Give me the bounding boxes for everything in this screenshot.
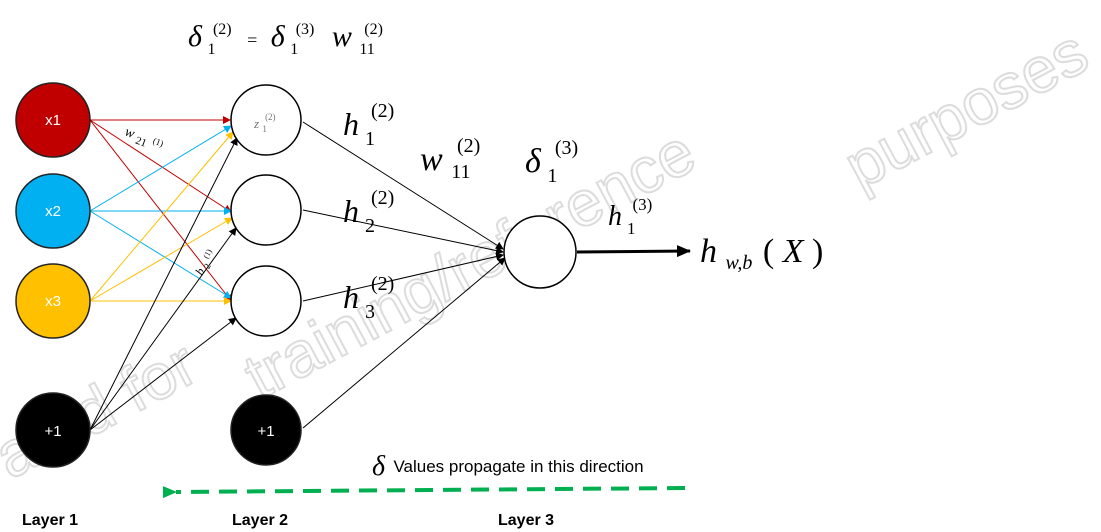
weight-w11-sup: (2): [457, 135, 480, 157]
final-output-formula: h w,b ( X ): [700, 233, 823, 277]
edge-h2-out: [302, 209, 504, 255]
output-delta-sub: 1: [547, 165, 557, 187]
edge-label-w21-sup: (1): [152, 136, 165, 149]
output-activation-base: h: [608, 201, 622, 232]
formula-rhs-w: w: [332, 20, 352, 53]
output-delta-base: δ: [525, 143, 542, 180]
formula-eq: =: [247, 30, 257, 50]
output-delta: δ 1 (3): [525, 137, 578, 190]
edge-h3-out: [302, 252, 504, 302]
input-node-x3-label: x3: [45, 293, 61, 310]
edge-b1-h1: [89, 137, 238, 431]
top-formula: δ 1 (2) = δ 1 (3) w 11 (2): [188, 8, 383, 61]
input-bias-node: [15, 392, 91, 468]
input-bias-label: +1: [44, 423, 61, 440]
output-activation-sup: (3): [633, 195, 653, 214]
edge-b1-h3: [89, 317, 237, 431]
activation-h2: h 2 (2): [343, 187, 394, 239]
edge-label-w21: w 21 (1): [121, 125, 165, 156]
formula-lhs: δ: [188, 20, 203, 53]
watermark-word-3: purposes: [833, 15, 1099, 202]
edge-x3-h2: [89, 217, 233, 302]
activation-h1: h 1 (2): [343, 100, 394, 152]
final-output-open: (: [763, 233, 774, 270]
output-delta-sup: (3): [555, 137, 578, 159]
formula-lhs-sub: 1: [207, 41, 215, 58]
activation-h2-sub: 2: [365, 215, 375, 237]
edge-label-b2: b 2 (1): [192, 247, 220, 279]
formula-rhs-w-sub: 11: [359, 41, 374, 58]
final-output-h: h: [700, 233, 717, 270]
edge-h1-out: [302, 121, 504, 250]
edge-b2-out: [302, 257, 506, 429]
layer-2-label: Layer 2: [232, 512, 288, 529]
input-node-x2: [15, 173, 91, 249]
layer-3-label: Layer 3: [498, 512, 554, 529]
edge-label-b2-base: b: [192, 266, 207, 278]
edge-label-b2-sub: 2: [202, 262, 213, 271]
hidden-bias-node: [230, 394, 302, 466]
input-connections: [89, 116, 238, 431]
edge-x2-h3: [89, 210, 232, 299]
edge-label-w21-sub: 21: [134, 135, 148, 150]
activation-h3-sub: 3: [365, 301, 375, 323]
hidden-node-2: [230, 174, 302, 246]
formula-lhs-sup: (2): [213, 21, 232, 38]
edge-x3-h1: [89, 131, 234, 302]
hidden-node-1-label: z 1 (2): [253, 112, 276, 135]
weight-w11-sub: 11: [451, 161, 470, 183]
hidden-node-1-label-sub: 1: [262, 124, 267, 134]
hidden-node-1: [230, 84, 302, 156]
activation-h3-base: h: [343, 279, 359, 315]
final-output-close: ): [812, 233, 823, 270]
formula-rhs-delta-sup: (3): [296, 21, 315, 38]
formula-rhs-delta-sub: 1: [290, 41, 298, 58]
propagation-direction-arrow: [162, 486, 686, 499]
final-output-x: X: [781, 233, 805, 270]
output-arrow: [576, 245, 691, 258]
activation-h1-sub: 1: [365, 128, 375, 150]
output-activation-sub: 1: [627, 219, 636, 238]
layer-1-label: Layer 1: [22, 512, 78, 529]
final-output-sub: w,b: [726, 252, 753, 274]
input-node-x2-label: x2: [45, 203, 61, 220]
hidden-node-3: [230, 265, 302, 337]
input-node-x3: [15, 263, 91, 339]
caption-text: Values propagate in this direction: [393, 457, 643, 476]
caption-delta: δ: [372, 451, 386, 482]
hidden-connections: [302, 121, 506, 429]
input-node-x1: [15, 82, 91, 158]
propagation-caption: δ Values propagate in this direction: [372, 451, 644, 482]
activation-h1-base: h: [343, 106, 359, 142]
edge-label-b2-sup: (1): [201, 247, 213, 260]
activation-h2-base: h: [343, 193, 359, 229]
formula-rhs-w-sup: (2): [364, 21, 383, 38]
input-node-x1-label: x1: [45, 112, 61, 129]
hidden-node-1-label-sup: (2): [265, 112, 276, 122]
activation-h3: h 3 (2): [343, 273, 394, 325]
formula-rhs-delta: δ: [271, 20, 286, 53]
layer-2-nodes: z 1 (2) +1: [230, 84, 302, 466]
edge-b1-h2: [89, 227, 237, 431]
output-node: [503, 215, 577, 289]
hidden-bias-label: +1: [257, 423, 274, 440]
hidden-node-1-label-base: z: [253, 116, 259, 131]
activation-h3-sup: (2): [371, 273, 394, 295]
output-activation: h 1 (3): [608, 195, 652, 241]
weight-w11-base: w: [420, 141, 443, 178]
layer-1-nodes: x1 x2 x3 +1: [15, 82, 91, 468]
edge-x2-h1: [89, 125, 232, 212]
activation-h2-sup: (2): [371, 187, 394, 209]
activation-h1-sup: (2): [371, 100, 394, 122]
weight-w11: w 11 (2): [420, 135, 480, 186]
